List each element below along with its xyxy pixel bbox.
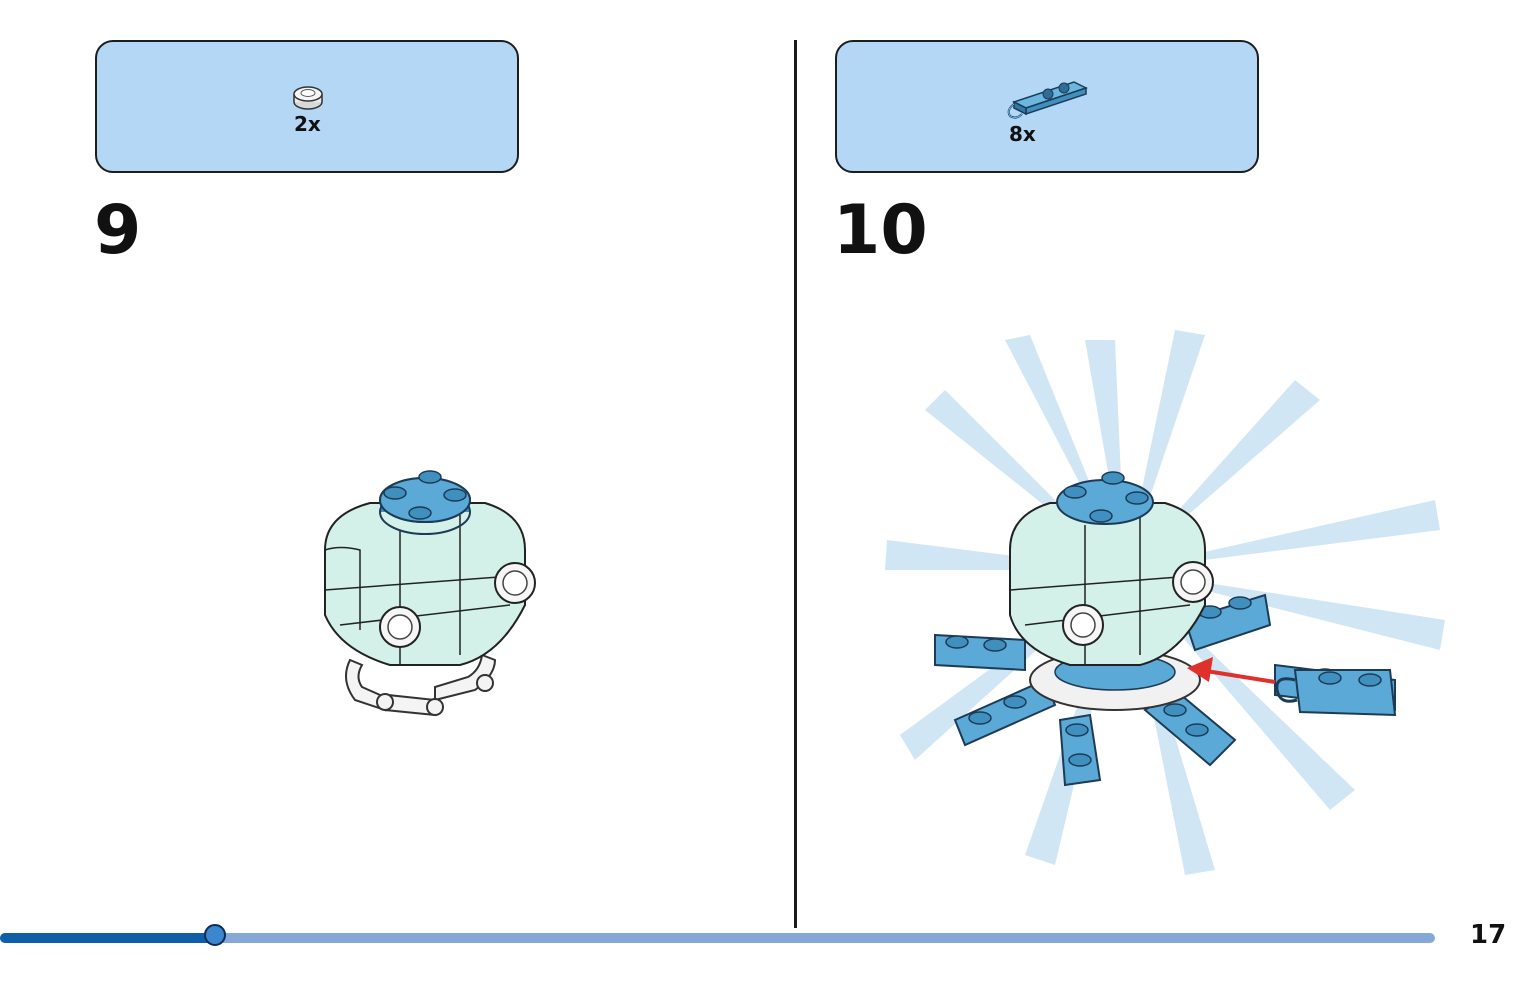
- progress-fill: [0, 933, 216, 943]
- part-quantity: 8x: [1009, 122, 1036, 146]
- parts-callout-step-10: 8x: [835, 40, 1259, 173]
- parts-callout-step-9: 2x: [95, 40, 519, 173]
- part-quantity: 2x: [294, 112, 321, 136]
- page-number: 17: [1470, 920, 1507, 950]
- round-plate-white-icon: [293, 86, 323, 110]
- progress-track: [0, 933, 1435, 943]
- octopus-body-illustration: [324, 470, 536, 717]
- plate-with-clip-blue-icon: [1007, 81, 1088, 119]
- step-number: 10: [833, 191, 928, 270]
- step-number: 9: [94, 191, 142, 270]
- progress-knob: [204, 924, 227, 946]
- octopus-with-legs-illustration: [885, 330, 1445, 875]
- page-divider: [794, 40, 797, 928]
